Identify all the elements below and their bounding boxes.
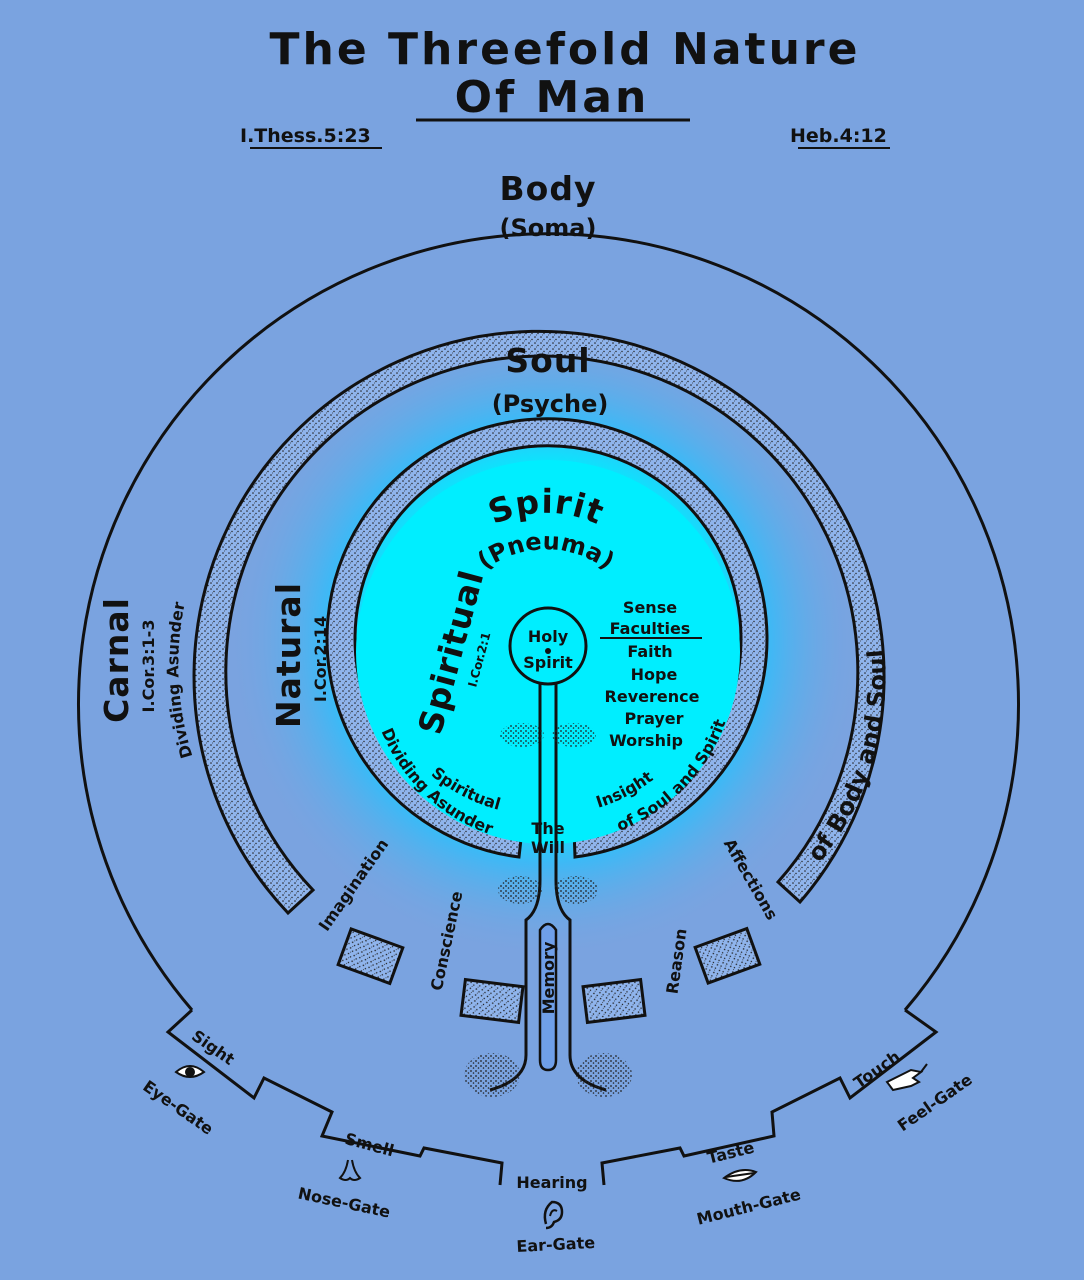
ref-hebrews: Heb.4:12 [790,125,887,147]
holy-spirit-line1: Holy [528,627,569,646]
ear-icon [543,1200,564,1230]
stipple-cluster [464,1053,520,1097]
sense-label: Taste [705,1138,756,1168]
gate-label: Mouth-Gate [695,1185,803,1229]
spirit-faculty-item: Faith [627,642,672,661]
stipple-cluster [498,876,542,904]
sense-label: Hearing [516,1173,587,1192]
faculties-heading: Faculties [610,619,691,638]
hand-icon [885,1063,928,1092]
stipple-cluster [552,723,596,747]
sense-label: Sight [188,1026,238,1069]
will-line1: The [531,819,564,838]
soul-dividing-band [192,329,886,916]
nose-icon [338,1159,362,1181]
body-sub: (Soma) [500,214,597,242]
holy-spirit-line2: Spirit [523,653,573,672]
will-channel [538,684,558,880]
body-label: Body [500,169,597,208]
holy-spirit-circle [508,606,588,686]
mouth-icon [722,1169,758,1182]
carnal-ref: I.Cor.3:1-3 [139,620,158,713]
gate-label: Eye-Gate [139,1076,217,1138]
carnal-label: Carnal [97,597,136,723]
ref-thessalonians: I.Thess.5:23 [240,125,371,147]
title-line1: The Threefold Nature [270,24,861,75]
memory-label: Memory [539,941,558,1014]
spirit-faculty-item: Hope [631,665,678,684]
faculty-block [581,977,647,1025]
spirit-faculty-item: Worship [609,731,683,750]
body-boundary [77,232,1020,1011]
will-line2: Will [531,838,565,857]
natural-label: Natural [269,582,308,728]
natural-ref: I.Cor.2:14 [311,616,330,702]
soul-sub: (Psyche) [492,390,609,418]
sense-label: Smell [343,1129,396,1160]
stipple-cluster [576,1053,632,1097]
sense-heading: Sense [623,598,677,617]
faculty-block [336,926,405,986]
spirit-faculty-item: Reverence [605,687,700,706]
gate-label: Nose-Gate [296,1184,392,1222]
memory-channel-inner [538,922,558,1072]
soul-label: Soul [505,341,590,380]
spirit-faculty-item: Prayer [624,709,683,728]
gate-label: Ear-Gate [516,1233,596,1256]
gates-outline [165,1008,939,1186]
faculty-block [459,977,525,1025]
spirit-dividing-band [325,417,769,859]
faculty-block [693,926,762,986]
stipple-cluster [500,723,544,747]
dividing-asunder-outer: Dividing Asunder [163,600,196,760]
title-line2: Of Man [455,72,650,123]
holy-spirit-dot [545,648,551,654]
eye-icon [174,1065,206,1078]
stipple-cluster [554,876,598,904]
